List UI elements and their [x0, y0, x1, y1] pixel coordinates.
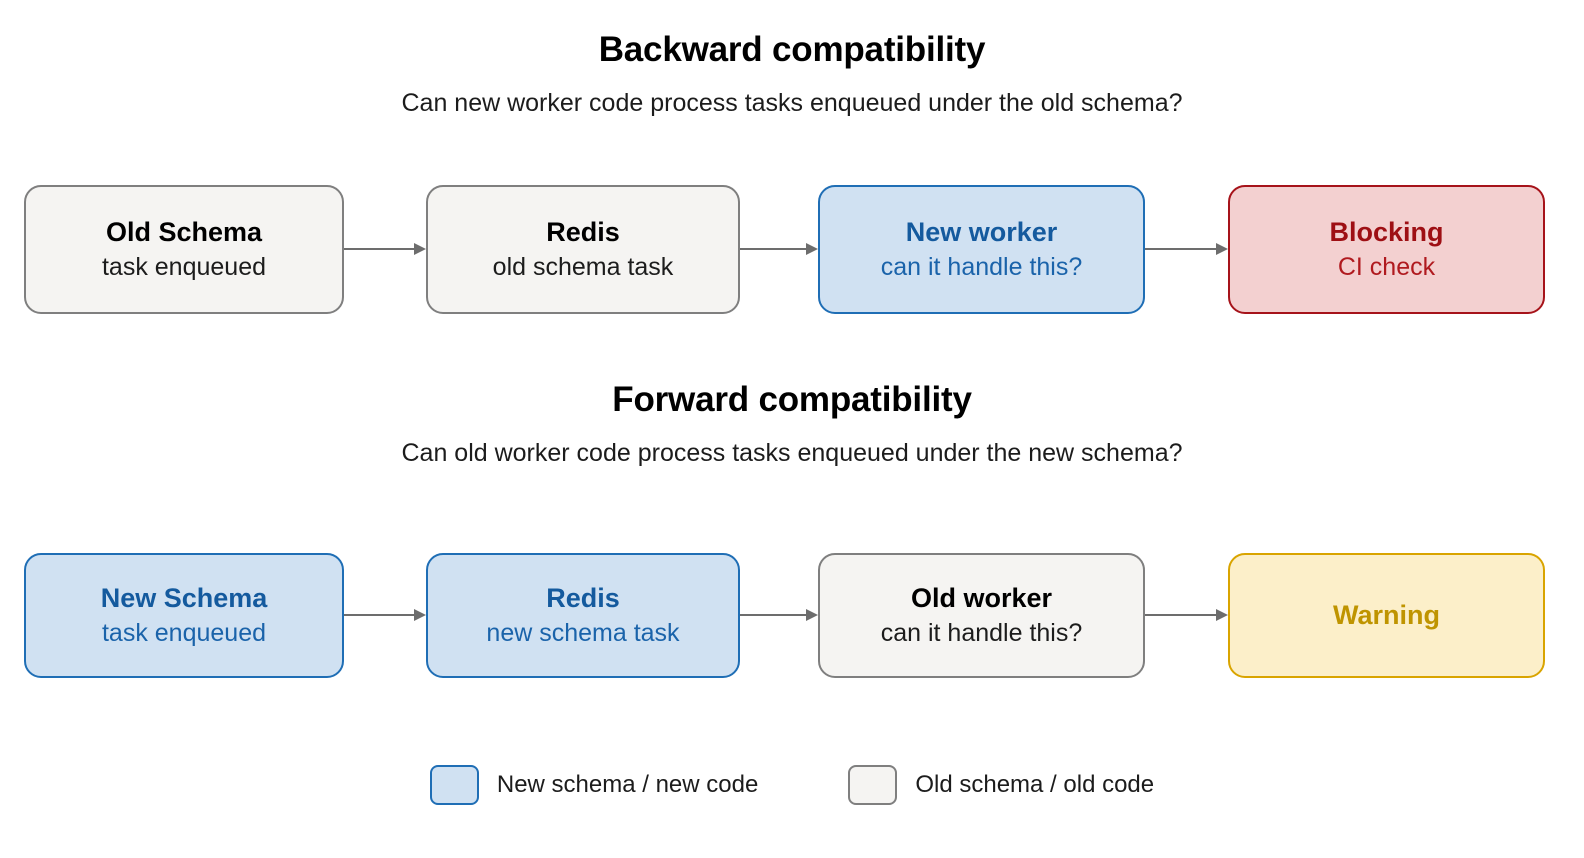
arrow-head [806, 243, 818, 255]
node-title: Blocking [1329, 217, 1444, 248]
arrow-head [414, 609, 426, 621]
node-blocking-ci-check[interactable]: Blocking CI check [1228, 185, 1545, 314]
node-redis-old[interactable]: Redis old schema task [426, 185, 740, 314]
arrow-shaft [344, 614, 414, 616]
arrow-head [1216, 243, 1228, 255]
legend-item-old: Old schema / old code [848, 765, 1154, 805]
node-old-worker[interactable]: Old worker can it handle this? [818, 553, 1145, 678]
node-title: Old Schema [105, 217, 263, 248]
arrow-head [414, 243, 426, 255]
arrow-redis-to-new-worker [740, 243, 818, 255]
node-title: Old worker [910, 583, 1053, 614]
arrow-redis-to-old-worker [740, 609, 818, 621]
arrow-old-worker-to-warning [1145, 609, 1228, 621]
legend: New schema / new code Old schema / old c… [0, 765, 1584, 805]
node-title: New worker [905, 217, 1058, 248]
legend-swatch-blue [429, 765, 479, 805]
legend-label-new: New schema / new code [496, 771, 759, 798]
node-subtitle: old schema task [492, 253, 674, 282]
node-subtitle: new schema task [486, 619, 680, 648]
node-new-worker[interactable]: New worker can it handle this? [818, 185, 1145, 314]
arrow-head [1216, 609, 1228, 621]
legend-item-new: New schema / new code [429, 765, 759, 805]
node-subtitle: can it handle this? [880, 619, 1083, 648]
arrow-shaft [1145, 248, 1216, 250]
section-title-forward: Forward compatibility [612, 380, 972, 419]
section-subtitle-backward: Can new worker code process tasks enqueu… [401, 89, 1183, 117]
flow-row-backward: Old Schema task enqueued Redis old schem… [0, 185, 1584, 317]
node-title: New Schema [100, 583, 268, 614]
arrow-head [806, 609, 818, 621]
node-subtitle: CI check [1337, 253, 1436, 282]
arrow-shaft [740, 614, 806, 616]
arrow-shaft [740, 248, 806, 250]
section-subtitle-forward: Can old worker code process tasks enqueu… [401, 439, 1183, 467]
node-redis-new[interactable]: Redis new schema task [426, 553, 740, 678]
arrow-new-schema-to-redis [344, 609, 426, 621]
node-subtitle: task enqueued [101, 253, 267, 282]
node-subtitle: can it handle this? [880, 253, 1083, 282]
node-title: Redis [546, 217, 620, 248]
node-title: Warning [1333, 599, 1440, 630]
arrow-shaft [1145, 614, 1216, 616]
legend-label-old: Old schema / old code [915, 771, 1155, 798]
arrow-new-worker-to-blocking [1145, 243, 1228, 255]
arrow-shaft [344, 248, 414, 250]
node-new-schema[interactable]: New Schema task enqueued [24, 553, 344, 678]
node-subtitle: task enqueued [101, 619, 267, 648]
section-title-backward: Backward compatibility [598, 30, 986, 69]
legend-swatch-gray [848, 765, 898, 805]
node-old-schema[interactable]: Old Schema task enqueued [24, 185, 344, 314]
flow-row-forward: New Schema task enqueued Redis new schem… [0, 553, 1584, 685]
arrow-old-schema-to-redis [344, 243, 426, 255]
node-title: Redis [546, 583, 620, 614]
node-warning[interactable]: Warning [1228, 553, 1545, 678]
